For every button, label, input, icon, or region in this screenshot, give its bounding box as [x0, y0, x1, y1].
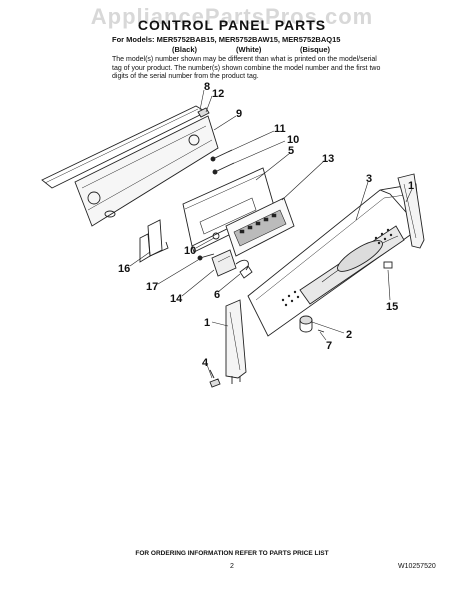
part-1-end-cap-left: [225, 299, 247, 379]
callout-2: 2: [346, 329, 352, 341]
ordering-info-footer: FOR ORDERING INFORMATION REFER TO PARTS …: [135, 550, 329, 557]
callout-14: 14: [170, 293, 183, 305]
page-number: 2: [230, 563, 234, 570]
callout-16: 16: [118, 263, 130, 275]
callout-4: 4: [202, 357, 209, 369]
watermark: AppliancePartsPros.com: [90, 4, 374, 29]
callout-10-top: 10: [287, 134, 299, 146]
part-6-wire-harness: [239, 265, 253, 279]
callout-7: 7: [326, 340, 332, 352]
part-1-end-cap-right: [397, 173, 425, 249]
color-black: (Black): [172, 45, 198, 54]
part-14-switch: [211, 249, 237, 277]
part-9-rear-cover: [74, 115, 219, 227]
callout-11: 11: [274, 123, 286, 135]
callout-12: 12: [212, 88, 224, 100]
color-bisque: (Bisque): [300, 45, 330, 54]
callout-8: 8: [204, 81, 210, 93]
part-4-screw: [209, 378, 221, 388]
color-white: (White): [236, 45, 262, 54]
part-15-clip: [383, 261, 393, 269]
callout-1-right: 1: [408, 180, 414, 192]
callout-1-left: 1: [204, 317, 210, 329]
callout-5: 5: [288, 145, 294, 157]
callout-15: 15: [386, 301, 398, 313]
document-number: W10257520: [398, 563, 436, 570]
callout-17: 17: [146, 281, 158, 293]
callout-13: 13: [322, 153, 334, 165]
part-16-bracket: [147, 219, 163, 257]
model-list: For Models: MER5752BAB15, MER5752BAW15, …: [112, 35, 341, 44]
page-title: CONTROL PANEL PARTS: [137, 17, 327, 33]
callout-3: 3: [366, 173, 372, 185]
callout-10-bottom: 10: [184, 245, 196, 257]
callout-9: 9: [236, 108, 242, 120]
part-2-knob: [299, 315, 313, 325]
model-note: The model(s) number shown may be differe…: [112, 56, 381, 81]
callout-6: 6: [214, 289, 220, 301]
